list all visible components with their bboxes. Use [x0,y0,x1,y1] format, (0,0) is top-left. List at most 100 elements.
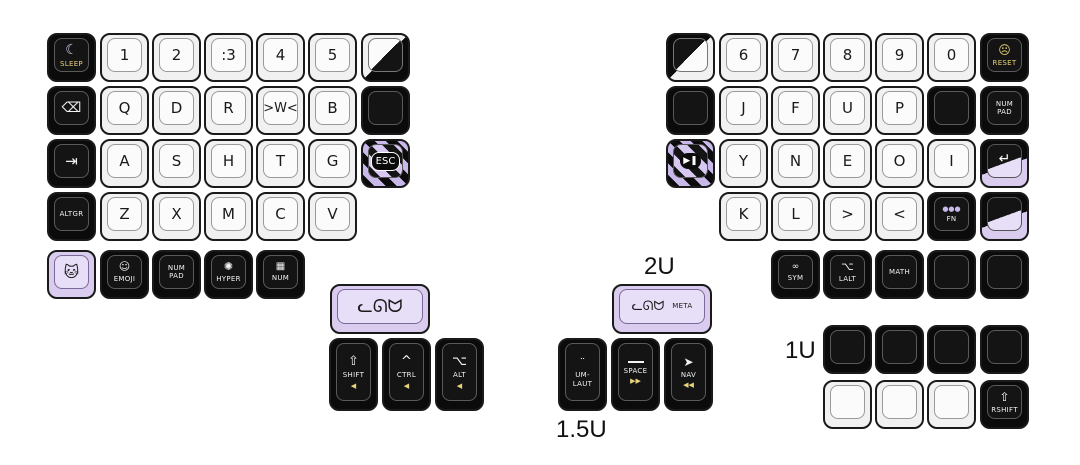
key-7[interactable]: 7 [771,33,820,82]
key-f[interactable]: F [771,86,820,135]
blank-1u-key-b[interactable] [875,325,924,374]
rshift-key[interactable]: ⇧RSHIFT [980,380,1029,429]
num-key[interactable]: ▦NUM [256,250,305,299]
key-less-than-label: < [893,204,906,223]
key-y-label: Y [738,151,749,170]
key-r[interactable]: R [204,86,253,135]
key-z[interactable]: Z [100,192,149,241]
speaker-icon: ◀ [350,381,357,390]
cat-paper-key[interactable]: 🐱 [47,250,96,299]
key-5[interactable]: 5 [308,33,357,82]
key-1-label: 1 [119,45,130,64]
key-k[interactable]: K [719,192,768,241]
space-label: SPACE [623,366,648,375]
key-h[interactable]: H [204,139,253,188]
key-greater-than[interactable]: > [823,192,872,241]
nav-key[interactable]: ➤NAV◀◀ [664,338,713,411]
key-x[interactable]: X [152,192,201,241]
key-e-label: E [842,151,853,170]
blank-1u-key-c[interactable] [927,325,976,374]
blank-key-right-5b[interactable] [980,250,1029,299]
hyper-key[interactable]: ✺HYPER [204,250,253,299]
key-2[interactable]: 2 [152,33,201,82]
sym-key[interactable]: ∞SYM [771,250,820,299]
escape-label: ESC [370,151,401,171]
key-i[interactable]: I [927,139,976,188]
key-m[interactable]: M [204,192,253,241]
key-u[interactable]: U [823,86,872,135]
key-o[interactable]: O [875,139,924,188]
media-key[interactable]: ▶❚ [666,139,715,188]
key-w[interactable]: >W< [256,86,305,135]
inner-split-key-right-top[interactable] [666,33,715,82]
escape-key[interactable]: ESC [361,139,410,188]
key-q[interactable]: Q [100,86,149,135]
key-a[interactable]: A [100,139,149,188]
key-d[interactable]: D [152,86,201,135]
blank-white-key-b[interactable] [875,380,924,429]
key-4-label: 4 [275,45,286,64]
key-l-label: L [791,204,800,223]
key-j[interactable]: J [719,86,768,135]
key-0[interactable]: 0 [927,33,976,82]
blank-white-key-a[interactable] [823,380,872,429]
enter-key-lower[interactable] [980,192,1029,241]
key-8[interactable]: 8 [823,33,872,82]
key-less-than[interactable]: < [875,192,924,241]
tab-key[interactable]: ⇥ [47,139,96,188]
key-3[interactable]: :3 [204,33,253,82]
math-key[interactable]: MATH [875,250,924,299]
shift-label: SHIFT [342,371,365,380]
key-t[interactable]: T [256,139,305,188]
fn-key[interactable]: ●●●FN [927,192,976,241]
inner-key-right-2[interactable] [666,86,715,135]
blank-1u-key-d[interactable] [980,325,1029,374]
key-b[interactable]: B [308,86,357,135]
key-n[interactable]: N [771,139,820,188]
shift-key[interactable]: ⇧SHIFT◀ [329,338,378,411]
key-c-label: C [275,204,286,223]
enter-key[interactable]: ↵ [980,139,1029,188]
key-s[interactable]: S [152,139,201,188]
blank-white-key-c[interactable] [927,380,976,429]
key-g[interactable]: G [308,139,357,188]
key-a-label: A [119,151,130,170]
cat-icon: 🐱 [63,263,80,281]
reset-key[interactable]: ☹RESET [980,33,1029,82]
key-v[interactable]: V [308,192,357,241]
inner-split-key-left-top[interactable] [361,33,410,82]
numpad-key-right[interactable]: NUM PAD [980,86,1029,135]
blank-key-right-5a[interactable] [927,250,976,299]
sym-label: SYM [787,273,804,282]
numpad-key-left[interactable]: NUM PAD [152,250,201,299]
cat-2u-key[interactable]: ᓚᘏᗢ [330,284,430,334]
blank-1u-key-a[interactable] [823,325,872,374]
ctrl-key[interactable]: ^CTRL◀ [382,338,431,411]
key-3-label: :3 [221,45,236,64]
sleep-label: SLEEP [60,59,83,68]
key-p[interactable]: P [875,86,924,135]
math-label: MATH [888,267,911,276]
meta-label: META [672,302,693,311]
key-y[interactable]: Y [719,139,768,188]
key-1[interactable]: 1 [100,33,149,82]
key-4[interactable]: 4 [256,33,305,82]
blank-key-right-2[interactable] [927,86,976,135]
key-c[interactable]: C [256,192,305,241]
sleep-key[interactable]: ☾SLEEP [47,33,96,82]
emoji-key[interactable]: ☺EMOJI [100,250,149,299]
key-9[interactable]: 9 [875,33,924,82]
alt-key[interactable]: ⌥ALT◀ [435,338,484,411]
key-e[interactable]: E [823,139,872,188]
lalt-key[interactable]: ⌥LALT [823,250,872,299]
key-6[interactable]: 6 [719,33,768,82]
space-key[interactable]: SPACE▶▶ [611,338,660,411]
delete-key[interactable]: ⌫ [47,86,96,135]
key-l[interactable]: L [771,192,820,241]
umlaut-key[interactable]: ¨UM-LAUT [558,338,607,411]
space-bar-icon [627,360,644,363]
key-9-label: 9 [894,45,905,64]
inner-key-left-2[interactable] [361,86,410,135]
altgr-key[interactable]: ALTGR [47,192,96,241]
